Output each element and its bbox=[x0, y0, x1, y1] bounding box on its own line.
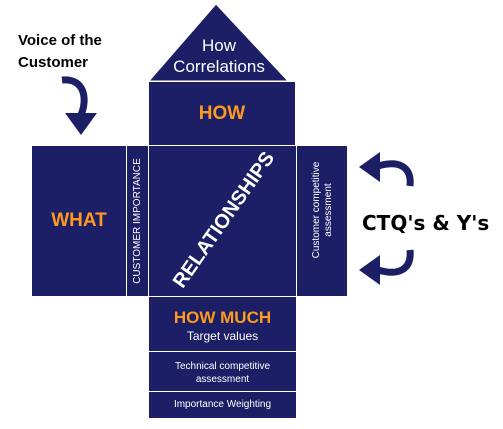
technical-competitive-label: Technical competitive assessment bbox=[149, 360, 296, 386]
roof-label-line2: Correlations bbox=[173, 57, 265, 76]
voice-arrow-icon bbox=[61, 76, 97, 135]
roof-label: How Correlations bbox=[150, 35, 288, 77]
technical-competitive-block: Technical competitive assessment bbox=[148, 351, 297, 392]
how-block: HOW bbox=[148, 81, 296, 147]
target-values-label: Target values bbox=[186, 329, 259, 343]
importance-weighting-label: Importance Weighting bbox=[173, 399, 272, 410]
customer-competitive-column: Customer competitive assessment bbox=[296, 145, 348, 297]
technical-competitive-line2: assessment bbox=[195, 374, 250, 385]
how-label: HOW bbox=[198, 103, 246, 124]
how-much-block: HOW MUCH Target values bbox=[148, 296, 297, 352]
what-block: WHAT bbox=[31, 145, 127, 297]
how-much-label: HOW MUCH bbox=[173, 308, 272, 327]
voice-line2: Customer bbox=[18, 54, 89, 71]
ctq-upper-arrow-icon bbox=[359, 152, 414, 187]
technical-competitive-line1: Technical competitive bbox=[174, 361, 271, 372]
importance-weighting-block: Importance Weighting bbox=[148, 391, 297, 419]
roof-label-line1: How bbox=[201, 36, 236, 55]
voice-of-customer-label: Voice of the Customer bbox=[18, 30, 138, 74]
what-label: WHAT bbox=[51, 210, 107, 231]
ctq-label: CTQ's & Y's bbox=[362, 211, 490, 235]
relationships-matrix: RELATIONSHIPS bbox=[148, 145, 297, 297]
voice-line1: Voice of the bbox=[18, 32, 102, 49]
ctq-lower-arrow-icon bbox=[359, 249, 414, 285]
